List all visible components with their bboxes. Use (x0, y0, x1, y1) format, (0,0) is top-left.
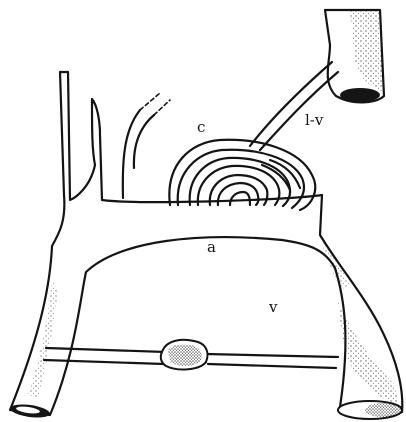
right-limb-opening-shade (365, 403, 401, 417)
lymph-vessel-right (260, 72, 338, 150)
label-lymph-vessel: l-v (305, 111, 324, 129)
side-branch-break (140, 93, 170, 115)
side-branch-left-edge (123, 110, 140, 198)
vessel-node-shade (168, 344, 202, 365)
label-vein: v (268, 298, 278, 316)
right-upper-stipple (322, 235, 350, 290)
label-capillaries: c (197, 118, 205, 136)
upper-vein-opening (340, 88, 380, 102)
label-artery: a (207, 238, 216, 256)
lymph-vessel-left (250, 62, 332, 146)
side-branch-right-edge (134, 115, 154, 168)
